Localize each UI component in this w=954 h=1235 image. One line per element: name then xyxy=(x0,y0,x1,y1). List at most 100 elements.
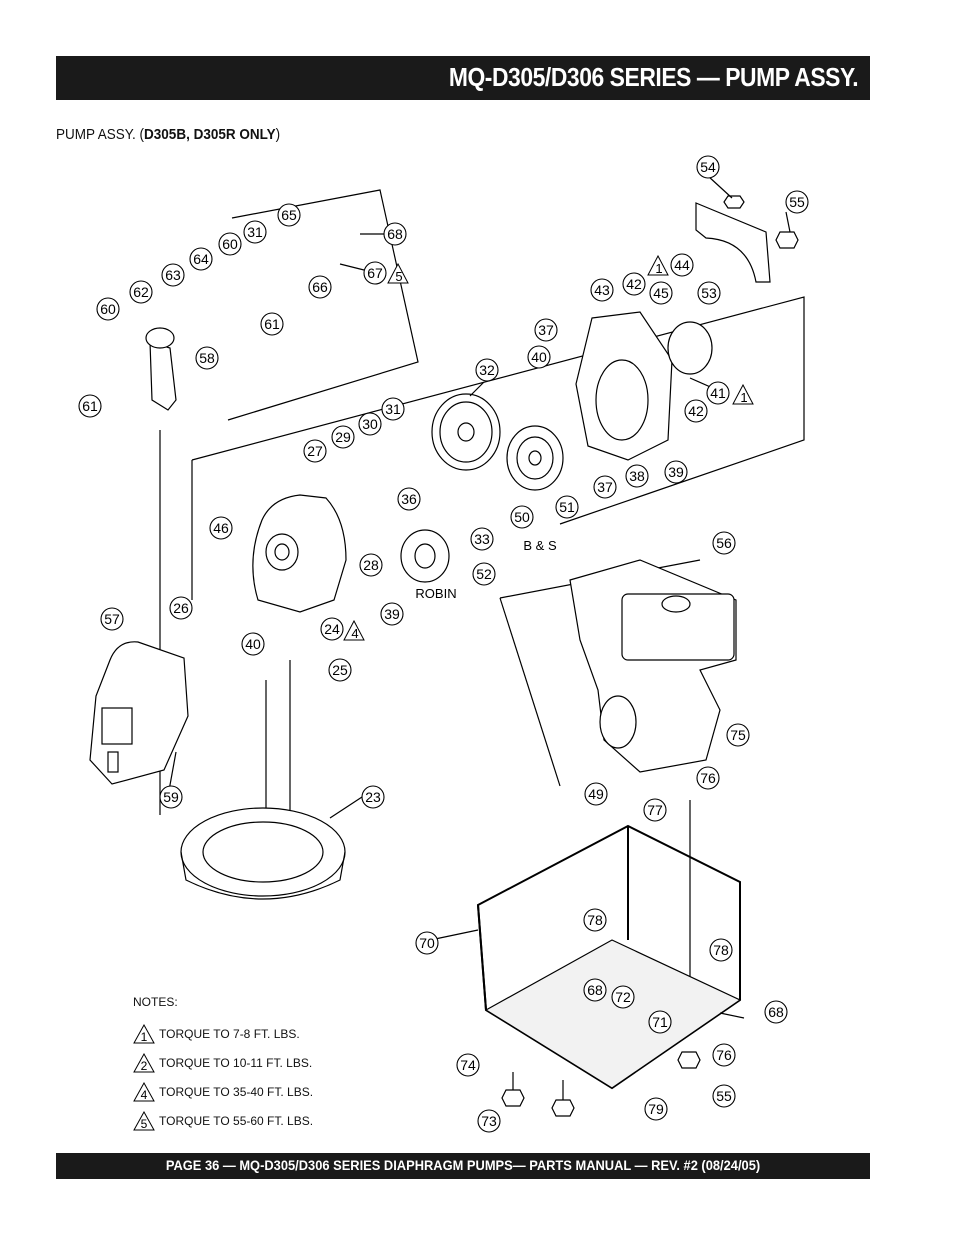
svg-text:76: 76 xyxy=(716,1047,732,1063)
callout-79: 79 xyxy=(644,1097,668,1121)
svg-text:60: 60 xyxy=(100,301,116,317)
svg-text:70: 70 xyxy=(419,935,435,951)
svg-text:31: 31 xyxy=(247,224,263,240)
svg-text:39: 39 xyxy=(668,464,684,480)
torque-flag-icon: 5 xyxy=(133,1110,155,1131)
callout-78: 78 xyxy=(583,908,607,932)
pulley-52 xyxy=(400,529,450,583)
callout-39: 39 xyxy=(664,460,688,484)
callout-62: 62 xyxy=(129,280,153,304)
callout-68c: 68 xyxy=(764,1000,788,1024)
svg-text:36: 36 xyxy=(401,491,417,507)
callout-50: 50 xyxy=(510,505,534,529)
pulley-51 xyxy=(506,425,564,491)
svg-text:31: 31 xyxy=(385,401,401,417)
callout-42: 42 xyxy=(622,272,646,296)
svg-text:59: 59 xyxy=(163,789,179,805)
callout-60: 60 xyxy=(218,232,242,256)
nut-79 xyxy=(677,1051,701,1069)
engine-shaft-flange xyxy=(599,695,637,749)
callout-26: 26 xyxy=(169,596,193,620)
svg-text:52: 52 xyxy=(476,566,492,582)
torque-flag-5: 5 xyxy=(387,262,409,284)
svg-text:2: 2 xyxy=(141,1059,148,1073)
page-footer-bar: PAGE 36 — MQ-D305/D306 SERIES DIAPHRAGM … xyxy=(56,1153,870,1179)
callout-56: 56 xyxy=(712,531,736,555)
callout-46: 46 xyxy=(209,516,233,540)
svg-text:67: 67 xyxy=(367,265,383,281)
callout-40b: 40 xyxy=(241,632,265,656)
svg-text:55: 55 xyxy=(789,194,805,210)
svg-text:1: 1 xyxy=(141,1030,148,1044)
svg-text:60: 60 xyxy=(222,236,238,252)
callout-40: 40 xyxy=(527,345,551,369)
svg-text:73: 73 xyxy=(481,1113,497,1129)
note-item: 4 TORQUE TO 35-40 FT. LBS. xyxy=(133,1077,313,1106)
callout-58: 58 xyxy=(195,346,219,370)
svg-text:63: 63 xyxy=(165,267,181,283)
note-text: TORQUE TO 10-11 FT. LBS. xyxy=(159,1055,313,1070)
svg-text:42: 42 xyxy=(688,403,704,419)
callout-38: 38 xyxy=(625,464,649,488)
svg-text:29: 29 xyxy=(335,429,351,445)
callout-49: 49 xyxy=(584,782,608,806)
svg-text:50: 50 xyxy=(514,509,530,525)
svg-text:45: 45 xyxy=(653,285,669,301)
svg-text:32: 32 xyxy=(479,362,495,378)
callout-27: 27 xyxy=(303,439,327,463)
note-item: 1 TORQUE TO 7-8 FT. LBS. xyxy=(133,1019,313,1048)
callout-64: 64 xyxy=(189,247,213,271)
svg-text:42: 42 xyxy=(626,276,642,292)
callout-32: 32 xyxy=(475,358,499,382)
svg-text:65: 65 xyxy=(281,207,297,223)
torque-flag-4: 4 xyxy=(343,619,365,641)
svg-text:79: 79 xyxy=(648,1101,664,1117)
bs-label: B & S xyxy=(523,538,557,553)
svg-text:72: 72 xyxy=(615,989,631,1005)
note-item: 5 TORQUE TO 55-60 FT. LBS. xyxy=(133,1106,313,1135)
svg-text:71: 71 xyxy=(652,1014,668,1030)
svg-text:5: 5 xyxy=(141,1117,148,1131)
svg-text:37: 37 xyxy=(597,479,613,495)
callout-53: 53 xyxy=(697,281,721,305)
note-text: TORQUE TO 7-8 FT. LBS. xyxy=(159,1026,300,1041)
svg-text:1: 1 xyxy=(740,390,747,405)
callout-60b: 60 xyxy=(96,297,120,321)
svg-text:75: 75 xyxy=(730,727,746,743)
adapter-ring xyxy=(180,807,346,897)
svg-text:46: 46 xyxy=(213,520,229,536)
svg-text:77: 77 xyxy=(647,802,663,818)
notes-label: NOTES: xyxy=(133,995,178,1009)
end-cover-57 xyxy=(89,641,189,785)
callout-73: 73 xyxy=(477,1109,501,1133)
svg-text:4: 4 xyxy=(141,1088,148,1102)
svg-text:27: 27 xyxy=(307,443,323,459)
svg-text:23: 23 xyxy=(365,789,381,805)
svg-text:51: 51 xyxy=(559,499,575,515)
torque-flag-1-right: 1 xyxy=(732,383,754,405)
callout-65: 65 xyxy=(277,203,301,227)
callout-61b: 61 xyxy=(78,394,102,418)
gearbox-housing xyxy=(252,494,347,613)
svg-text:44: 44 xyxy=(674,257,690,273)
svg-text:66: 66 xyxy=(312,279,328,295)
callout-24: 24 xyxy=(320,617,344,641)
svg-text:68: 68 xyxy=(768,1004,784,1020)
callout-51: 51 xyxy=(555,495,579,519)
page-title: MQ-D305/D306 SERIES — PUMP ASSY. xyxy=(448,62,859,92)
callout-33: 33 xyxy=(470,527,494,551)
svg-text:28: 28 xyxy=(363,557,379,573)
callout-37b: 37 xyxy=(593,475,617,499)
callout-63: 63 xyxy=(161,263,185,287)
svg-text:78: 78 xyxy=(713,942,729,958)
callout-68b: 68 xyxy=(583,978,607,1002)
svg-text:68: 68 xyxy=(587,982,603,998)
svg-text:24: 24 xyxy=(324,621,340,637)
callout-52: 52 xyxy=(472,562,496,586)
callout-29: 29 xyxy=(331,425,355,449)
callout-76: 76 xyxy=(696,766,720,790)
callout-25: 25 xyxy=(328,658,352,682)
svg-text:39: 39 xyxy=(384,606,400,622)
callout-66: 66 xyxy=(308,275,332,299)
